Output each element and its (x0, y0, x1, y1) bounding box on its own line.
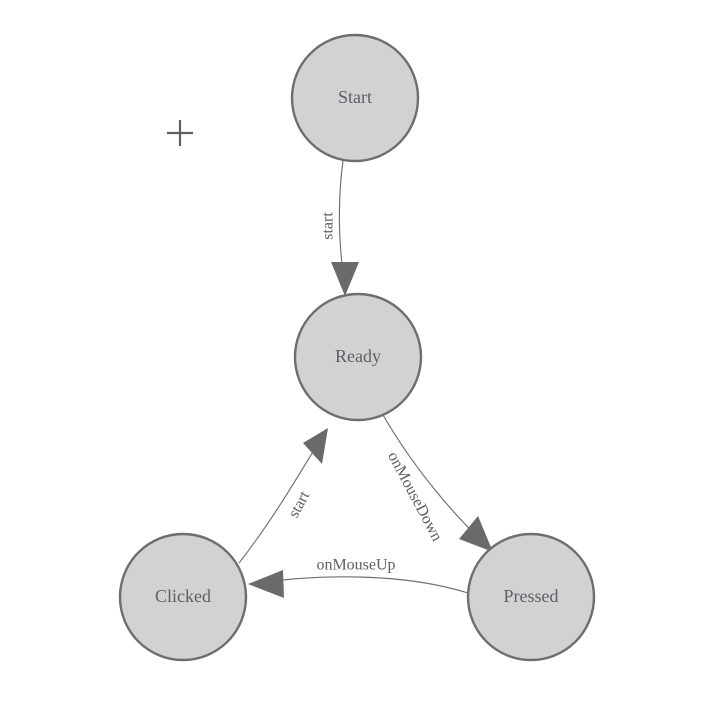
plus-icon (167, 120, 193, 146)
node-circle-ready[interactable] (293, 292, 423, 422)
node-start[interactable]: Start (290, 33, 420, 163)
node-label-pressed: Pressed (504, 586, 559, 606)
node-circle-clicked[interactable] (118, 532, 248, 662)
arrow-head-pressed-to-clicked (248, 570, 284, 598)
edge-label-pressed-to-clicked: onMouseUp (316, 557, 395, 574)
edge-label-clicked-to-ready: start (285, 488, 313, 521)
edge-label-start-to-ready: start (320, 212, 337, 240)
node-circle-start[interactable] (290, 33, 420, 163)
edge-start-to-ready[interactable] (331, 160, 359, 296)
arrow-head-start-to-ready (331, 262, 359, 296)
edge-pressed-to-clicked[interactable] (248, 570, 469, 598)
arrow-head-clicked-to-ready (303, 428, 328, 464)
node-pressed[interactable]: Pressed (466, 532, 596, 662)
edge-clicked-to-ready[interactable] (238, 428, 328, 564)
edge-path-pressed-to-clicked[interactable] (258, 576, 469, 594)
node-label-ready: Ready (335, 346, 381, 366)
arrow-head-ready-to-pressed (459, 516, 493, 552)
node-clicked[interactable]: Clicked (118, 532, 248, 662)
node-label-start: Start (338, 87, 372, 107)
node-circle-pressed[interactable] (466, 532, 596, 662)
node-label-clicked: Clicked (155, 586, 211, 606)
edge-ready-to-pressed[interactable] (382, 414, 493, 552)
node-ready[interactable]: Ready (293, 292, 423, 422)
